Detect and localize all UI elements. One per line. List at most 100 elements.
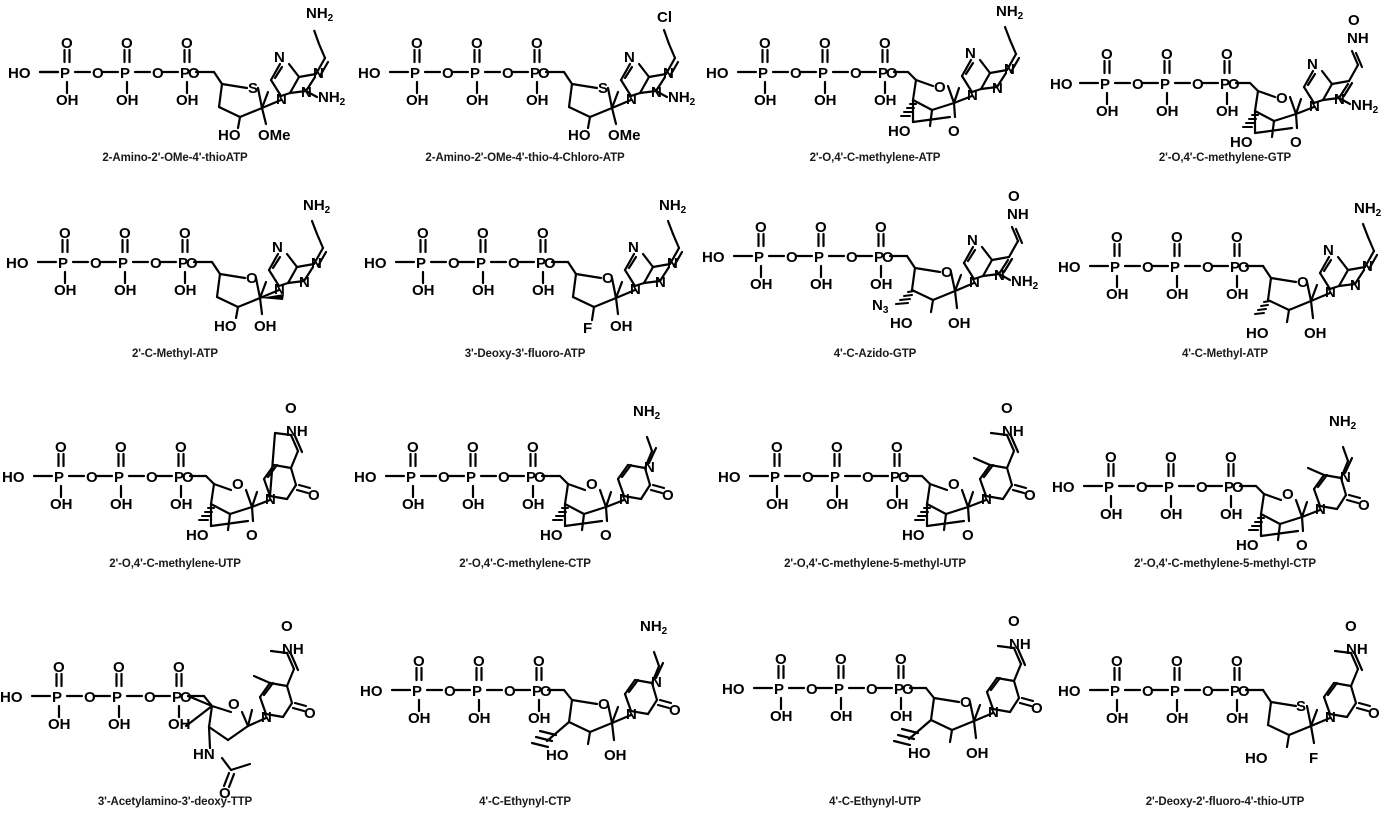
atom-label-p: P [1110, 259, 1120, 276]
atom-label-o: O [962, 527, 974, 544]
atom-label-p: P [1110, 683, 1120, 700]
atom-label-ho: HO [908, 745, 931, 762]
atom-label-o: O [467, 439, 479, 456]
atom-label-p: P [878, 65, 888, 82]
atom-label-o: O [113, 659, 125, 676]
atom-label-nh2: NH2 [1329, 413, 1357, 432]
structure-cell-3: HO P P P O O O O O O OH OH OH O HO O N N… [700, 0, 1050, 180]
atom-label-oh: OH [1166, 286, 1189, 303]
atom-label-o: O [438, 469, 450, 486]
chemical-structure-diagram-1: HO P P P O O O O O O OH OH OH S HO OMe N… [8, 5, 346, 144]
structure-caption-4: 2'-O,4'-C-methylene-GTP [1158, 152, 1292, 164]
atom-label-o: O [407, 439, 419, 456]
atom-label-o: O [948, 476, 960, 493]
atom-label-o: O [152, 65, 164, 82]
atom-label-o: O [815, 219, 827, 236]
atom-label-o: O [1225, 449, 1237, 466]
atom-label-p: P [830, 469, 840, 486]
chemical-structure-diagram-10: HO P P P O O O O O O OH OH OH O HO O N N… [354, 403, 674, 544]
atom-label-oh: OH [402, 496, 425, 513]
atom-label-oh: OH [48, 716, 71, 733]
atom-label-oh: OH [110, 496, 133, 513]
atom-label-o: O [1132, 76, 1144, 93]
structure-cell-16: HO P P P O O O O O O OH OH OH S HO F N N… [1050, 600, 1400, 828]
atom-label-n: N [651, 84, 662, 101]
structure-caption-14: 4'-C-Ethynyl-CTP [479, 796, 571, 808]
structure-caption-13: 3'-Acetylamino-3'-deoxy-TTP [97, 796, 253, 808]
atom-label-n: N [626, 706, 637, 723]
atom-label-ho: HO [6, 255, 29, 272]
structure-cell-8: HO P P P O O O O O O OH OH OH O HO OH N … [1050, 180, 1400, 390]
atom-label-o: O [188, 65, 200, 82]
atom-label-oh: OH [890, 708, 913, 725]
atom-label-o: O [544, 255, 556, 272]
atom-label-o: O [417, 225, 429, 242]
structure-cell-1: HO P P P O O O O O O OH OH OH S HO OMe N… [0, 0, 350, 180]
atom-label-o: O [1111, 653, 1123, 670]
atom-label-o: O [121, 35, 133, 52]
atom-label-nh2: NH2 [668, 89, 696, 108]
atom-label-n: N [311, 255, 322, 272]
atom-label-o: O [1348, 12, 1360, 29]
atom-label-ho: HO [702, 249, 725, 266]
atom-label-n: N [644, 459, 655, 476]
structure-cell-9: HO P P P O O O O O O OH OH OH O HO O N N… [0, 390, 350, 600]
atom-label-o: O [755, 219, 767, 236]
atom-label-p: P [52, 689, 62, 706]
chemical-structure-diagram-13: HO P P P O O O O O O OH OH OH O HN O N N… [0, 618, 316, 800]
atom-label-ho: HO [540, 527, 563, 544]
structure-cell-11: HO P P P O O O O O O OH OH OH O HO O N N… [700, 390, 1050, 600]
atom-label-n: N [272, 239, 283, 256]
atom-label-oh: OH [1106, 710, 1129, 727]
atom-label-o: O [1008, 613, 1020, 630]
structure-caption-7: 4'-C-Azido-GTP [833, 348, 917, 360]
atom-label-o: O [411, 35, 423, 52]
atom-label-fluorine: F [1309, 750, 1318, 767]
atom-label-ho: HO [354, 469, 377, 486]
atom-label-n: N [994, 267, 1005, 284]
atom-label-o: O [902, 681, 914, 698]
atom-label-p: P [54, 469, 64, 486]
atom-label-p: P [410, 65, 420, 82]
atom-label-o: O [875, 219, 887, 236]
structure-cell-12: HO P P P O O O O O O OH OH OH O HO O N N… [1050, 390, 1400, 600]
atom-label-p: P [874, 249, 884, 266]
atom-label-nh: NH [282, 641, 304, 658]
atom-label-n: N [1325, 284, 1336, 301]
atom-label-o: O [246, 270, 258, 287]
atom-label-o: O [1358, 497, 1370, 514]
atom-label-o: O [898, 469, 910, 486]
atom-label-o: O [119, 225, 131, 242]
atom-label-o: O [602, 270, 614, 287]
atom-label-oh: OH [966, 745, 989, 762]
atom-label-oh: OH [948, 315, 971, 332]
atom-label-p: P [1170, 259, 1180, 276]
atom-label-o: O [181, 35, 193, 52]
structure-cell-15: HO P P P O O O O O O OH OH OH O HO OH N … [700, 600, 1050, 828]
structure-caption-3: 2'-O,4'-C-methylene-ATP [809, 152, 941, 164]
atom-label-o: O [1228, 76, 1240, 93]
atom-label-n: N [276, 91, 287, 108]
atom-label-o: O [1290, 134, 1302, 150]
atom-label-o: O [527, 439, 539, 456]
atom-label-oh: OH [522, 496, 545, 513]
atom-label-oh: OH [810, 276, 833, 293]
atom-label-o: O [534, 469, 546, 486]
atom-label-o: O [531, 35, 543, 52]
atom-label-o: O [1101, 46, 1113, 63]
atom-label-oh: OH [116, 92, 139, 109]
chemical-structure-diagram-7: HO P P P O O O O O O OH OH OH O N3 HO OH… [702, 188, 1039, 332]
chemical-structure-diagram-6: HO P P P O O O O O O OH OH OH O F OH N N… [364, 197, 687, 337]
atom-label-ho: HO [218, 127, 241, 144]
atom-label-oh: OH [412, 282, 435, 299]
atom-label-o: O [1282, 486, 1294, 503]
atom-label-oh: OH [168, 716, 191, 733]
atom-label-oh: OH [1160, 506, 1183, 523]
atom-label-p: P [754, 249, 764, 266]
atom-label-o: O [598, 696, 610, 713]
atom-label-o: O [790, 65, 802, 82]
chemical-structure-diagram-16: HO P P P O O O O O O OH OH OH S HO F N N… [1058, 618, 1380, 767]
atom-label-ho: HO [568, 127, 591, 144]
atom-label-n: N [261, 709, 272, 726]
atom-label-p: P [60, 65, 70, 82]
